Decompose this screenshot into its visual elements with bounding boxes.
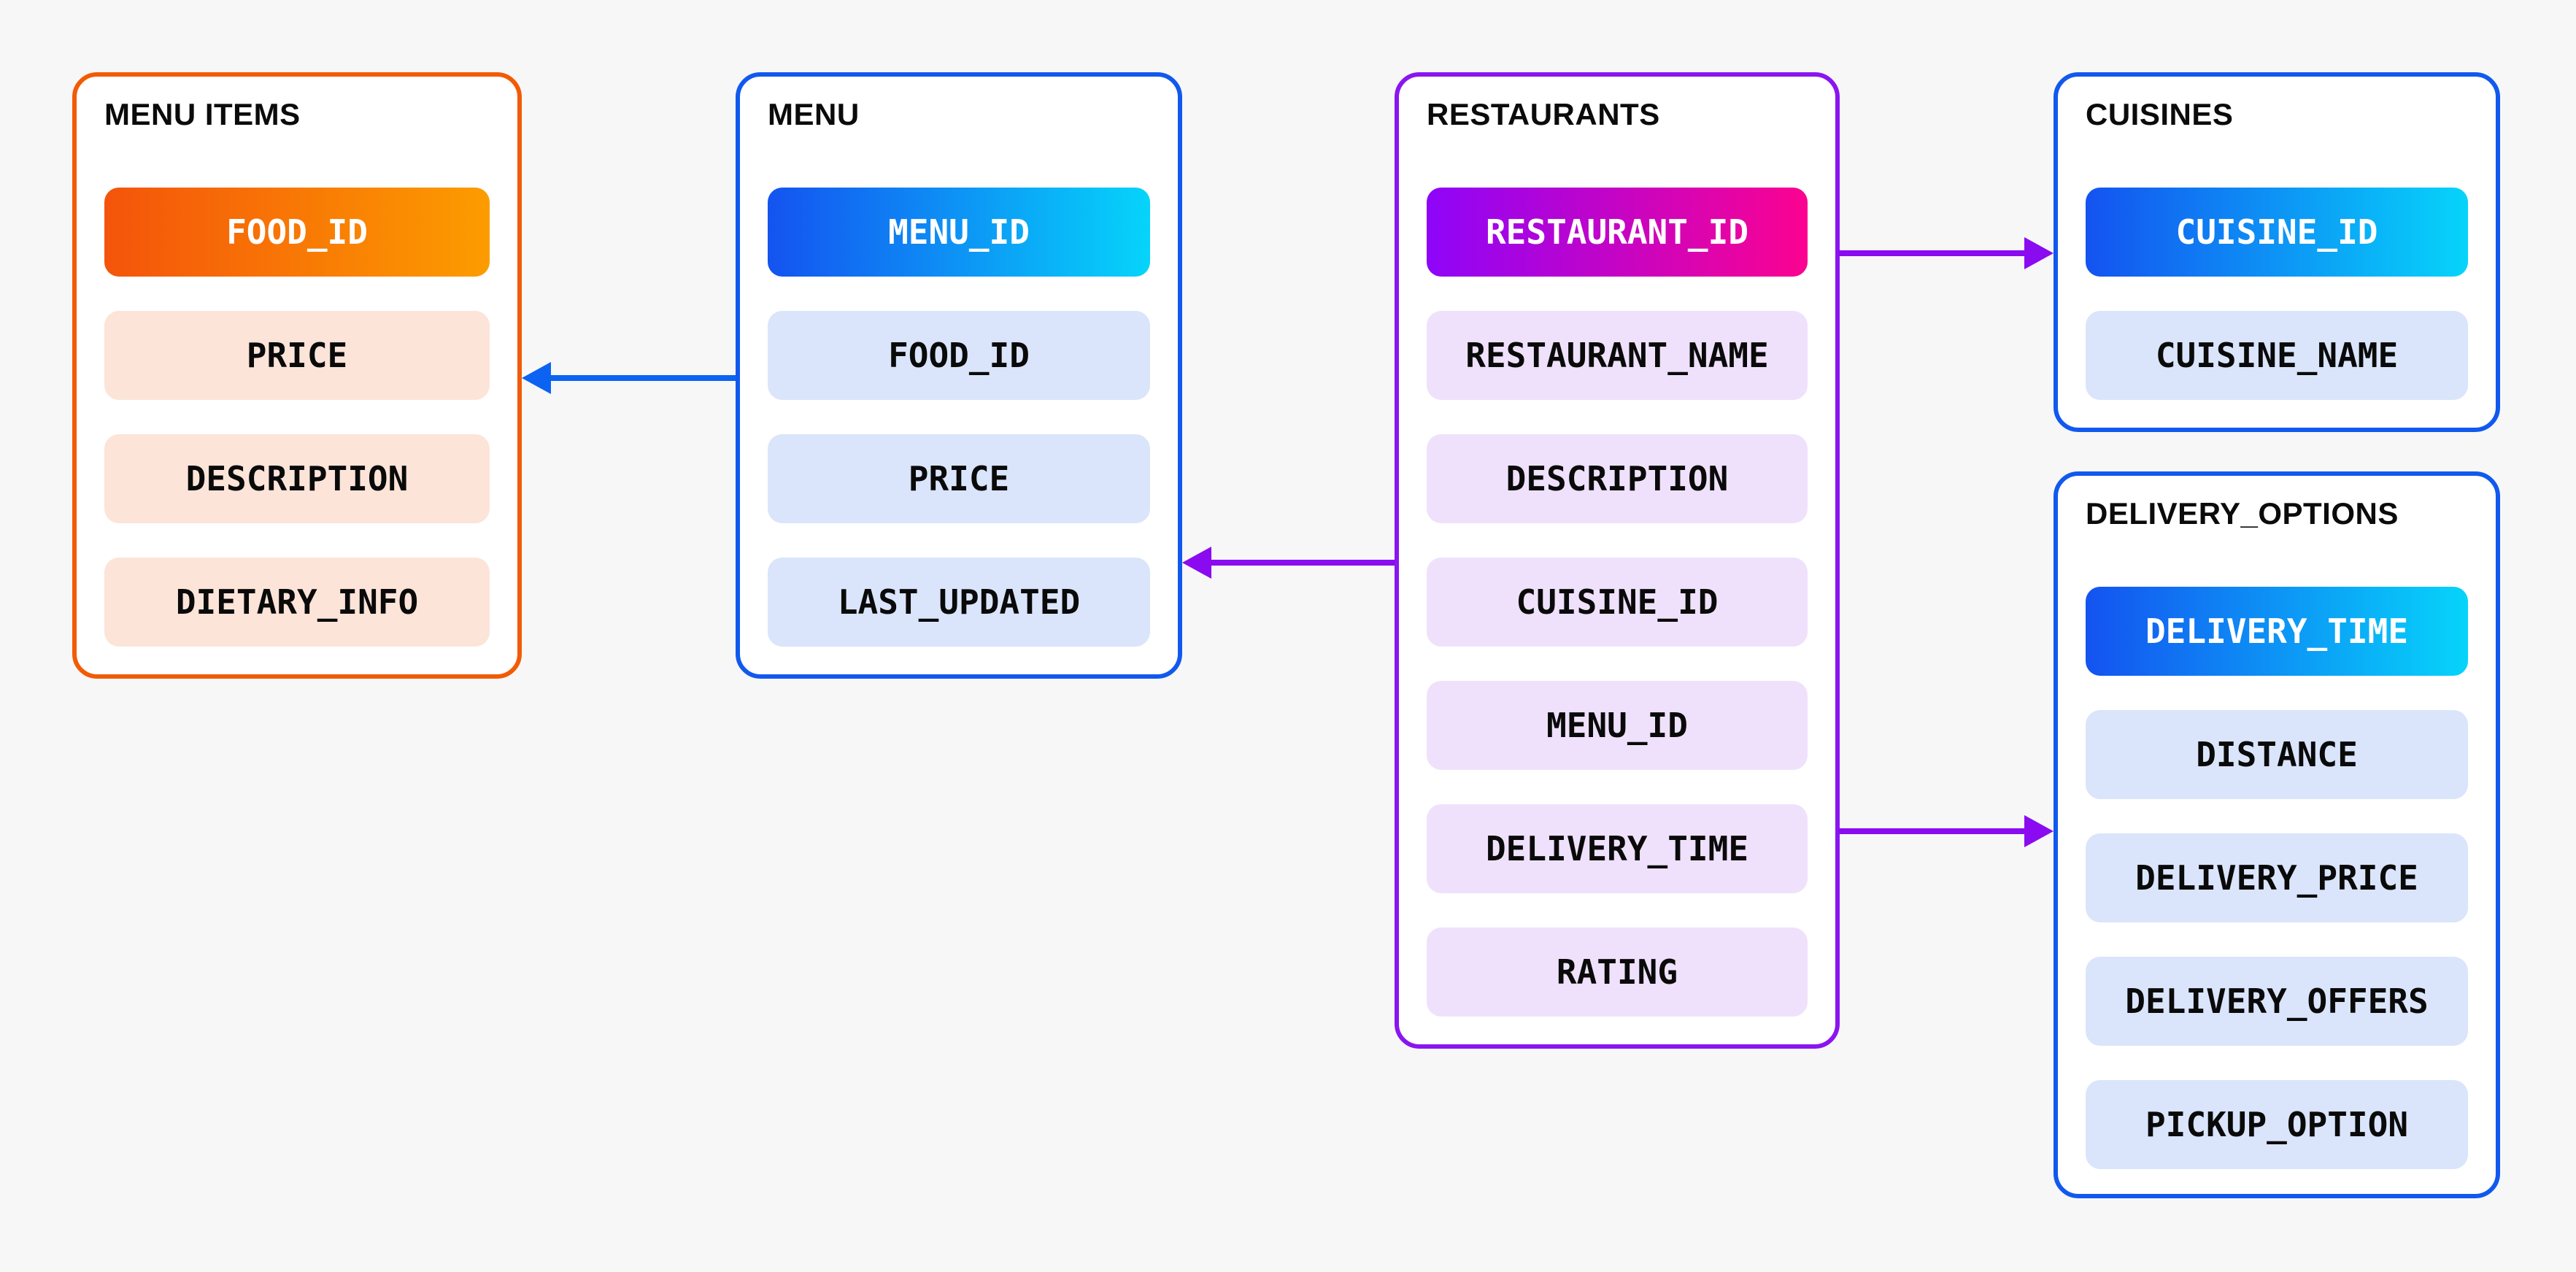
field-list: MENU_ID FOOD_ID PRICE LAST_UPDATED xyxy=(768,188,1150,647)
field-pill-primary-key[interactable]: DELIVERY_TIME xyxy=(2086,587,2468,676)
field-list: DELIVERY_TIME DISTANCE DELIVERY_PRICE DE… xyxy=(2086,587,2468,1169)
field-pill-primary-key[interactable]: MENU_ID xyxy=(768,188,1150,277)
arrowhead-right-icon xyxy=(2024,815,2054,847)
table-node-delivery-options[interactable]: DELIVERY_OPTIONS DELIVERY_TIME DISTANCE … xyxy=(2054,471,2500,1198)
field-pill[interactable]: RATING xyxy=(1427,928,1808,1017)
table-node-menu[interactable]: MENU MENU_ID FOOD_ID PRICE LAST_UPDATED xyxy=(736,72,1182,679)
field-pill[interactable]: DELIVERY_OFFERS xyxy=(2086,957,2468,1046)
table-node-cuisines[interactable]: CUISINES CUISINE_ID CUISINE_NAME xyxy=(2054,72,2500,432)
field-pill[interactable]: DIETARY_INFO xyxy=(104,558,490,647)
table-title: MENU xyxy=(768,97,860,131)
table-title: RESTAURANTS xyxy=(1427,97,1660,131)
field-pill[interactable]: RESTAURANT_NAME xyxy=(1427,311,1808,400)
arrowhead-left-icon xyxy=(522,362,551,394)
table-title: DELIVERY_OPTIONS xyxy=(2086,496,2399,531)
field-pill[interactable]: PICKUP_OPTION xyxy=(2086,1080,2468,1169)
arrowhead-right-icon xyxy=(2024,237,2054,269)
field-pill-primary-key[interactable]: RESTAURANT_ID xyxy=(1427,188,1808,277)
field-pill[interactable]: DESCRIPTION xyxy=(104,434,490,523)
field-list: CUISINE_ID CUISINE_NAME xyxy=(2086,188,2468,400)
relation-arrow-restaurants-to-menu[interactable] xyxy=(1204,560,1395,566)
relation-arrow-menu-to-menu-items[interactable] xyxy=(544,375,736,381)
field-pill[interactable]: PRICE xyxy=(768,434,1150,523)
field-pill[interactable]: CUISINE_NAME xyxy=(2086,311,2468,400)
arrowhead-left-icon xyxy=(1182,547,1211,579)
field-pill[interactable]: CUISINE_ID xyxy=(1427,558,1808,647)
field-pill[interactable]: LAST_UPDATED xyxy=(768,558,1150,647)
field-pill[interactable]: DISTANCE xyxy=(2086,710,2468,799)
field-list: FOOD_ID PRICE DESCRIPTION DIETARY_INFO xyxy=(104,188,490,647)
field-pill-primary-key[interactable]: CUISINE_ID xyxy=(2086,188,2468,277)
field-pill-primary-key[interactable]: FOOD_ID xyxy=(104,188,490,277)
relation-arrow-restaurants-to-cuisines[interactable] xyxy=(1838,250,2032,256)
field-pill[interactable]: PRICE xyxy=(104,311,490,400)
table-node-restaurants[interactable]: RESTAURANTS RESTAURANT_ID RESTAURANT_NAM… xyxy=(1395,72,1840,1049)
table-title: CUISINES xyxy=(2086,97,2234,131)
field-pill[interactable]: DELIVERY_TIME xyxy=(1427,804,1808,893)
field-pill[interactable]: DESCRIPTION xyxy=(1427,434,1808,523)
table-title: MENU ITEMS xyxy=(104,97,301,131)
field-pill[interactable]: DELIVERY_PRICE xyxy=(2086,833,2468,922)
field-pill[interactable]: MENU_ID xyxy=(1427,681,1808,770)
table-node-menu-items[interactable]: MENU ITEMS FOOD_ID PRICE DESCRIPTION DIE… xyxy=(72,72,522,679)
field-pill[interactable]: FOOD_ID xyxy=(768,311,1150,400)
relation-arrow-restaurants-to-delivery-options[interactable] xyxy=(1838,828,2032,834)
field-list: RESTAURANT_ID RESTAURANT_NAME DESCRIPTIO… xyxy=(1427,188,1808,1017)
